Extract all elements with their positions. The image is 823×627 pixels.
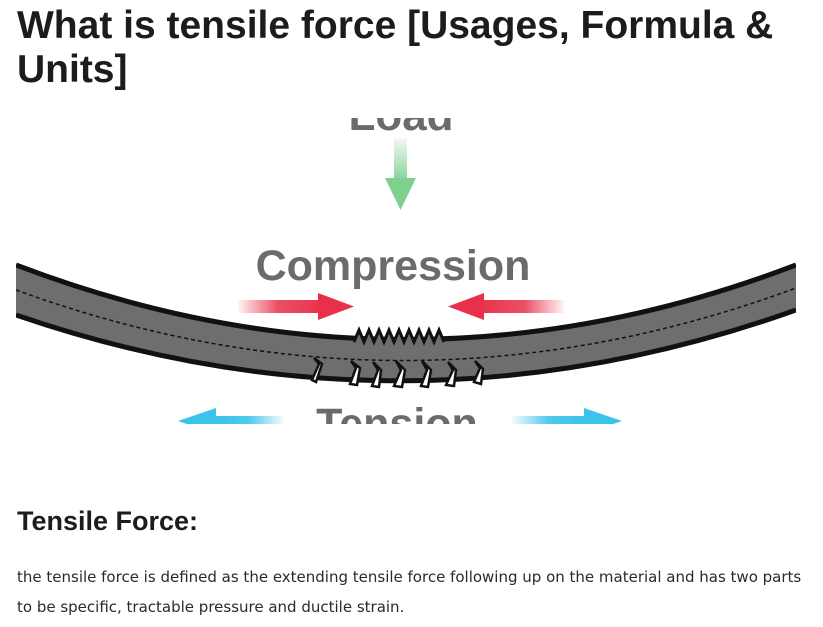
tension-arrow-left-icon <box>178 408 284 424</box>
section-heading: Tensile Force: <box>17 506 199 536</box>
tension-arrow-right-icon <box>512 408 622 424</box>
compression-arrow-right-icon <box>448 293 564 320</box>
compression-label: Compression <box>256 242 531 290</box>
tension-label: Tension <box>316 400 478 424</box>
load-arrow-icon <box>385 138 416 210</box>
beam-bending-diagram: Load Compression <box>16 118 796 424</box>
page-title: What is tensile force [Usages, Formula &… <box>17 4 774 91</box>
bent-beam <box>16 262 796 389</box>
compression-arrow-left-icon <box>238 293 354 320</box>
load-label: Load <box>348 118 453 140</box>
section-paragraph: the tensile force is defined as the exte… <box>17 568 802 616</box>
